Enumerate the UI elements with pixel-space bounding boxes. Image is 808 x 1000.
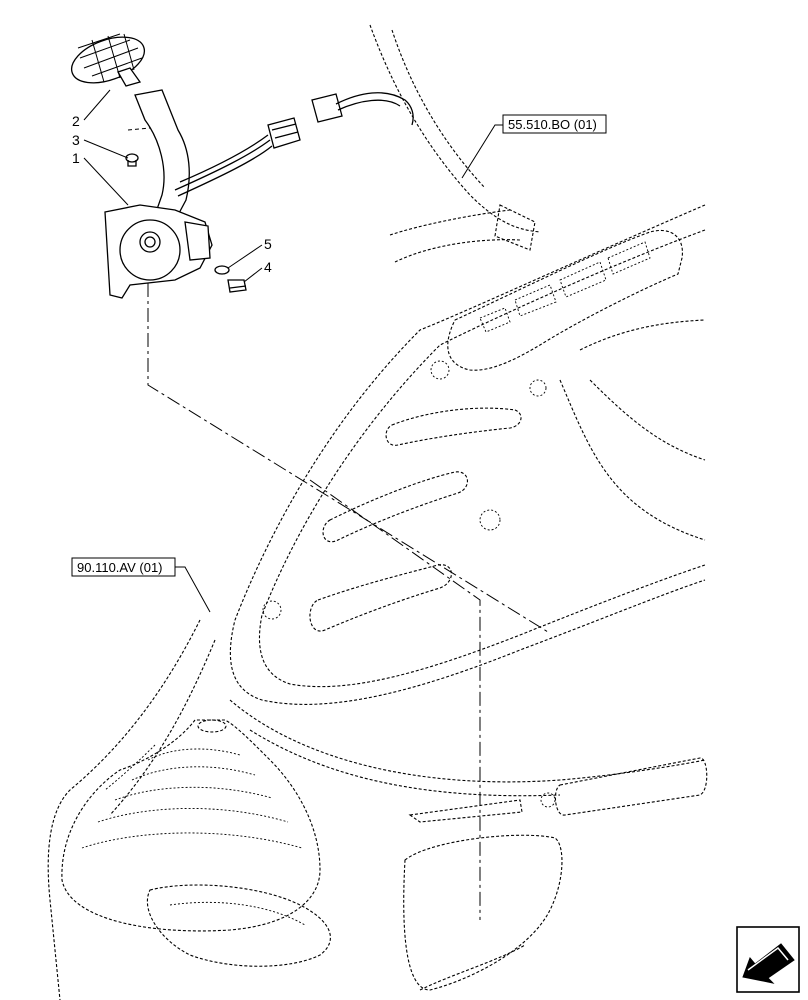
reference-55-510-BO[interactable]: 55.510.BO (01) <box>461 114 607 179</box>
cab-console-phantom <box>47 24 708 1000</box>
callout-3-number: 3 <box>72 132 80 148</box>
callout-4: 4 <box>243 259 272 283</box>
installation-axis-lines <box>147 258 549 920</box>
callout-5: 5 <box>227 236 272 269</box>
screw <box>125 153 139 167</box>
reference-90-110-AV[interactable]: 90.110.AV (01) <box>71 557 211 613</box>
knob <box>70 33 146 87</box>
reference-90-110-AV-text: 90.110.AV (01) <box>77 560 163 575</box>
callouts: 2 3 1 5 4 <box>72 89 272 283</box>
callout-5-number: 5 <box>264 236 272 252</box>
callout-3: 3 <box>72 132 129 159</box>
callout-2: 2 <box>72 89 111 129</box>
washer <box>214 265 230 275</box>
callout-2-number: 2 <box>72 113 80 129</box>
callout-1: 1 <box>72 150 129 206</box>
callout-1-number: 1 <box>72 150 80 166</box>
switch-assembly <box>70 33 414 299</box>
arrow-navigation-icon[interactable] <box>736 926 800 993</box>
bolt <box>227 279 247 293</box>
reference-55-510-BO-text: 55.510.BO (01) <box>508 117 597 132</box>
callout-4-number: 4 <box>264 259 272 275</box>
